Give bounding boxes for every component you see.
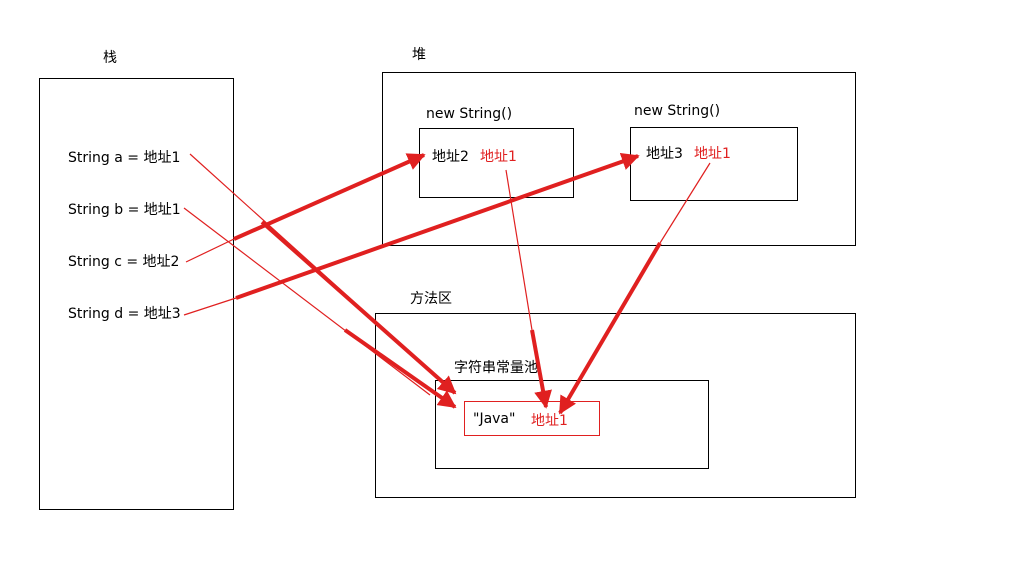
stack-frame [39, 78, 234, 510]
heap-object-2 [630, 127, 798, 201]
heap-object-1-ref: 地址1 [480, 149, 517, 165]
string-pool-title: 字符串常量池 [454, 360, 538, 376]
heap-object-2-ref: 地址1 [694, 146, 731, 162]
stack-title: 栈 [103, 50, 117, 66]
stack-var-c: String c = 地址2 [68, 254, 180, 270]
heap-object-2-address: 地址3 [646, 146, 683, 162]
heap-object-1-address: 地址2 [432, 149, 469, 165]
method-area-title: 方法区 [410, 291, 452, 307]
stack-var-b: String b = 地址1 [68, 202, 181, 218]
java-literal: "Java" [473, 411, 516, 427]
stack-var-d: String d = 地址3 [68, 306, 181, 322]
heap-object-2-header: new String() [634, 103, 721, 119]
stack-var-a: String a = 地址1 [68, 150, 181, 166]
heap-title: 堆 [412, 47, 426, 63]
java-literal-address: 地址1 [531, 413, 568, 429]
heap-object-1-header: new String() [426, 106, 513, 122]
